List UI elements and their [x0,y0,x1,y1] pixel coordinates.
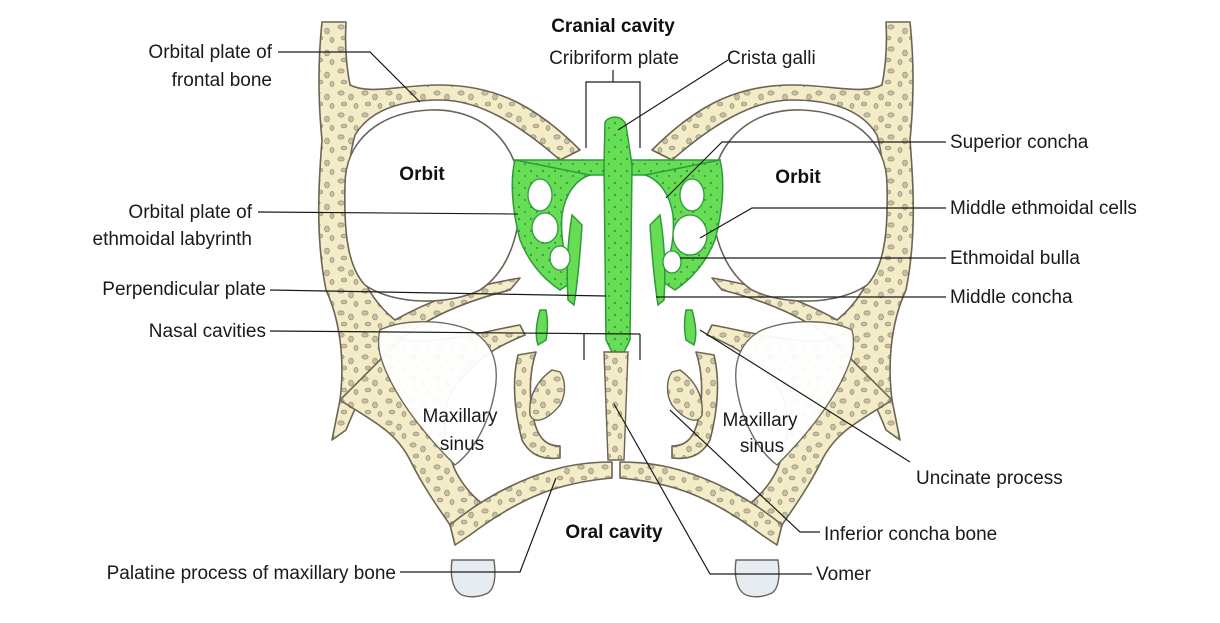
palatine-process-leader [400,477,557,573]
label-palatine-process: Palatine process of maxillary bone [107,563,396,584]
label-vomer: Vomer [816,564,872,585]
label-superior-concha: Superior concha [950,132,1089,153]
label-ethmoidal-bulla: Ethmoidal bulla [950,248,1080,269]
orbital-plate-ethmoid-leader [257,211,519,215]
label-crista-galli: Crista galli [727,48,816,69]
label-nasal-cavities: Nasal cavities [149,321,266,342]
label-orbital-plate-ethmoid-line1: Orbital plate of [128,202,252,223]
right-tooth [734,559,780,598]
labels: Cranial cavity Cribriform plate Crista g… [93,16,1137,585]
label-orbit-right: Orbit [775,167,821,188]
label-uncinate-process: Uncinate process [916,468,1063,489]
label-maxillary-sinus-right-line1: Maxillary [723,410,798,431]
leader-lines [257,51,946,575]
orbital-plate-frontal-leader [278,51,421,103]
label-orbital-plate-ethmoid-line2: ethmoidal labyrinth [93,229,252,250]
ethmoid-bone [511,116,724,353]
teeth [450,559,780,598]
superior-concha-leader [665,141,946,199]
label-middle-concha: Middle concha [950,287,1073,308]
nasal-cavities-leader [269,330,641,360]
uncinate-process-leader [699,329,911,463]
label-orbit-left: Orbit [399,164,445,185]
label-maxillary-sinus-right-line2: sinus [740,436,784,457]
maxillary-sinuses [377,321,855,466]
inferior-conchae [529,369,703,421]
middle-ethmoidal-cells-leader [699,207,946,239]
label-cranial-cavity: Cranial cavity [551,16,675,37]
inferior-concha-leader [669,409,820,533]
orbits [344,109,888,302]
vomer-leader [613,403,812,575]
label-maxillary-sinus-left-line2: sinus [440,434,484,455]
crista-galli-leader [617,59,729,131]
label-orbital-plate-frontal-line2: frontal bone [172,70,272,91]
label-inferior-concha-bone: Inferior concha bone [824,524,997,545]
perpendicular-plate-leader [269,289,607,297]
right-orbit-shape [710,109,888,302]
label-maxillary-sinus-left-line1: Maxillary [423,406,498,427]
label-cribriform-plate: Cribriform plate [549,48,679,69]
label-perpendicular-plate: Perpendicular plate [102,279,266,300]
left-orbit-shape [344,109,522,302]
label-orbital-plate-frontal-line1: Orbital plate of [148,42,272,63]
vomer-shape [603,351,629,461]
cribriform-bracket [585,70,641,148]
label-oral-cavity: Oral cavity [565,522,663,543]
label-middle-ethmoidal-cells: Middle ethmoidal cells [950,198,1137,219]
left-tooth [450,559,496,598]
